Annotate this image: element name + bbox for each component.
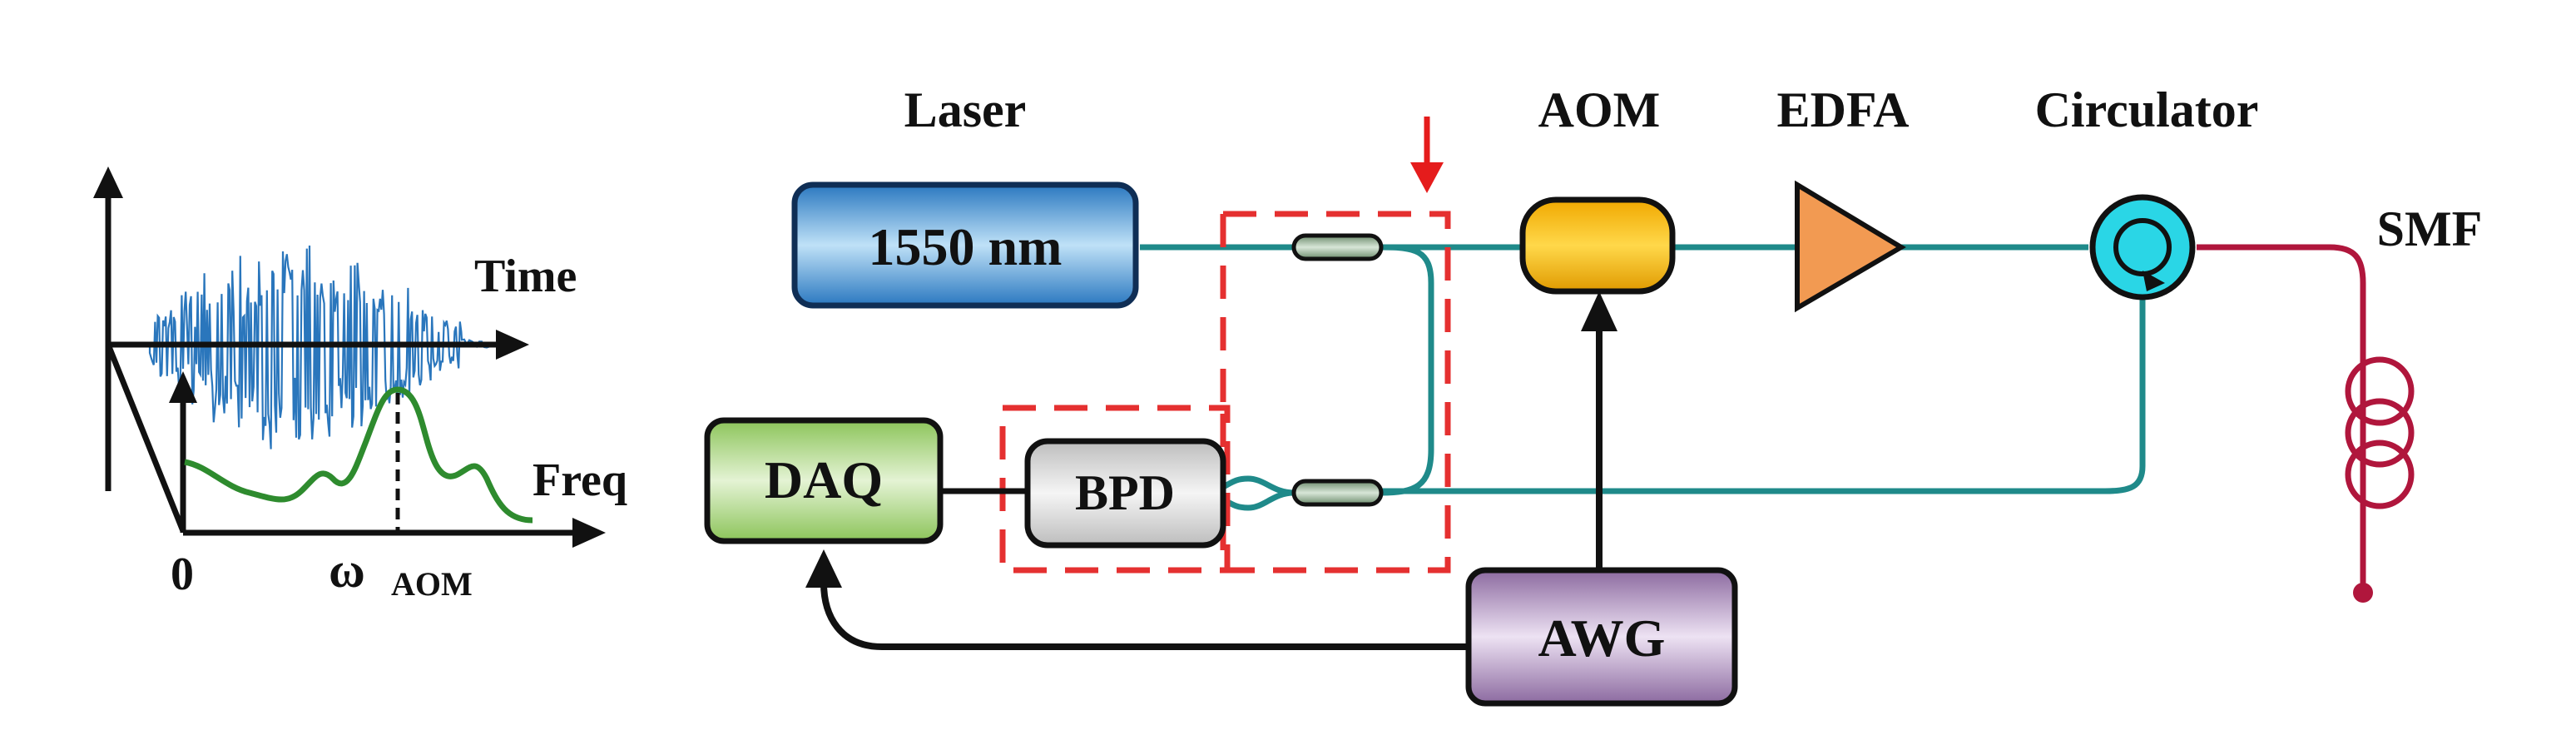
awg-label: AWG bbox=[1538, 608, 1666, 668]
aom-title: AOM bbox=[1538, 82, 1661, 137]
smf-lead bbox=[2197, 244, 2366, 591]
spectrum-curve bbox=[184, 386, 533, 524]
daq-box bbox=[704, 417, 944, 544]
circulator-title: Circulator bbox=[2035, 82, 2259, 137]
aom-box bbox=[1519, 196, 1676, 295]
smf-coil-2 bbox=[2345, 398, 2415, 468]
time-axis-label: Time bbox=[474, 251, 577, 302]
circulator-inner-ring bbox=[2113, 218, 2172, 276]
smf-title: SMF bbox=[2377, 201, 2483, 256]
laser-title: Laser bbox=[904, 82, 1027, 137]
smf-coil-1 bbox=[2345, 356, 2415, 426]
fiber-reference-arm bbox=[1380, 244, 1434, 496]
freq-x-axis-arrow bbox=[572, 518, 606, 548]
time-y-axis-arrow bbox=[93, 166, 123, 198]
smf-coil-3 bbox=[2345, 440, 2415, 509]
bottom-coupler bbox=[1291, 479, 1384, 507]
time-signal-trace bbox=[148, 245, 490, 449]
top-coupler bbox=[1291, 233, 1384, 261]
bpd-label: BPD bbox=[1075, 465, 1175, 520]
inset-plot: Time Freq 0 ω AOM bbox=[93, 166, 627, 603]
coupler-dashed-box bbox=[1220, 211, 1451, 574]
awg-to-daq-line bbox=[820, 582, 1469, 650]
bpd-box bbox=[1024, 438, 1226, 549]
freq-axis-label: Freq bbox=[533, 454, 627, 506]
laser-box-label: 1550 nm bbox=[869, 217, 1063, 276]
edfa-triangle bbox=[1795, 180, 1906, 313]
smf-fiber bbox=[2197, 244, 2415, 591]
circulator-symbol bbox=[2089, 194, 2196, 300]
freq-y-axis-arrow bbox=[169, 371, 197, 403]
awg-to-aom-arrow bbox=[1581, 291, 1617, 331]
origin-label: 0 bbox=[171, 549, 194, 600]
fiber-return-arm bbox=[1381, 283, 2146, 494]
time-x-axis-arrow bbox=[496, 330, 529, 360]
fiber-coupler-to-bpd-upper bbox=[1221, 475, 1295, 496]
daq-label: DAQ bbox=[765, 450, 883, 509]
omega-subscript: AOM bbox=[391, 565, 473, 603]
fiber-coupler-to-bpd-lower bbox=[1221, 489, 1295, 511]
omega-symbol: ω bbox=[329, 543, 365, 598]
laser-box bbox=[791, 181, 1139, 309]
perspective-line bbox=[105, 343, 186, 533]
edfa-title: EDFA bbox=[1777, 82, 1910, 137]
circulator-arrow-icon bbox=[2143, 271, 2165, 291]
awg-to-daq-arrow bbox=[805, 549, 842, 588]
red-indicator-arrow bbox=[1410, 117, 1444, 193]
smf-end-dot bbox=[2353, 583, 2373, 603]
